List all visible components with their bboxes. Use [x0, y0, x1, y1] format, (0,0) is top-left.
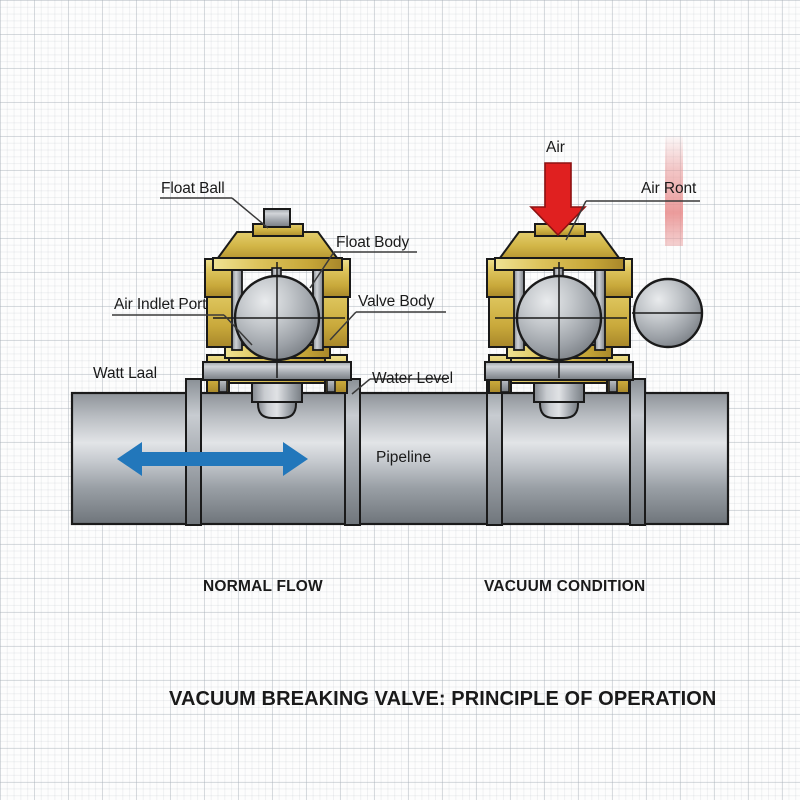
callout-valve-body: Valve Body	[358, 293, 435, 310]
callout-air-ront: Air Ront	[641, 180, 697, 197]
air-inflow-arrow	[529, 162, 587, 237]
callout-air: Air	[546, 139, 565, 156]
pipeline-assembly	[70, 378, 730, 526]
callout-float-body: Float Body	[336, 234, 410, 251]
callout-leader-lines	[112, 197, 700, 395]
valve-right-vacuum-condition	[484, 223, 704, 419]
callout-water-level: Water Level	[372, 370, 454, 387]
caption-vacuum-condition: VACUUM CONDITION	[484, 578, 646, 595]
caption-normal-flow: NORMAL FLOW	[203, 578, 323, 595]
callout-pipeline: Pipeline	[376, 449, 432, 466]
callout-air-inlet-port: Air Indlet Port	[114, 296, 207, 313]
callout-float-ball: Float Ball	[161, 180, 225, 197]
callout-watt-laal: Watt Laal	[93, 365, 157, 382]
diagram-title: VACUUM BREAKING VALVE: PRINCIPLE OF OPER…	[169, 688, 717, 710]
valve-left-normal-flow	[202, 208, 352, 419]
flow-direction-arrow	[117, 442, 308, 476]
vent-stripe	[665, 136, 683, 246]
